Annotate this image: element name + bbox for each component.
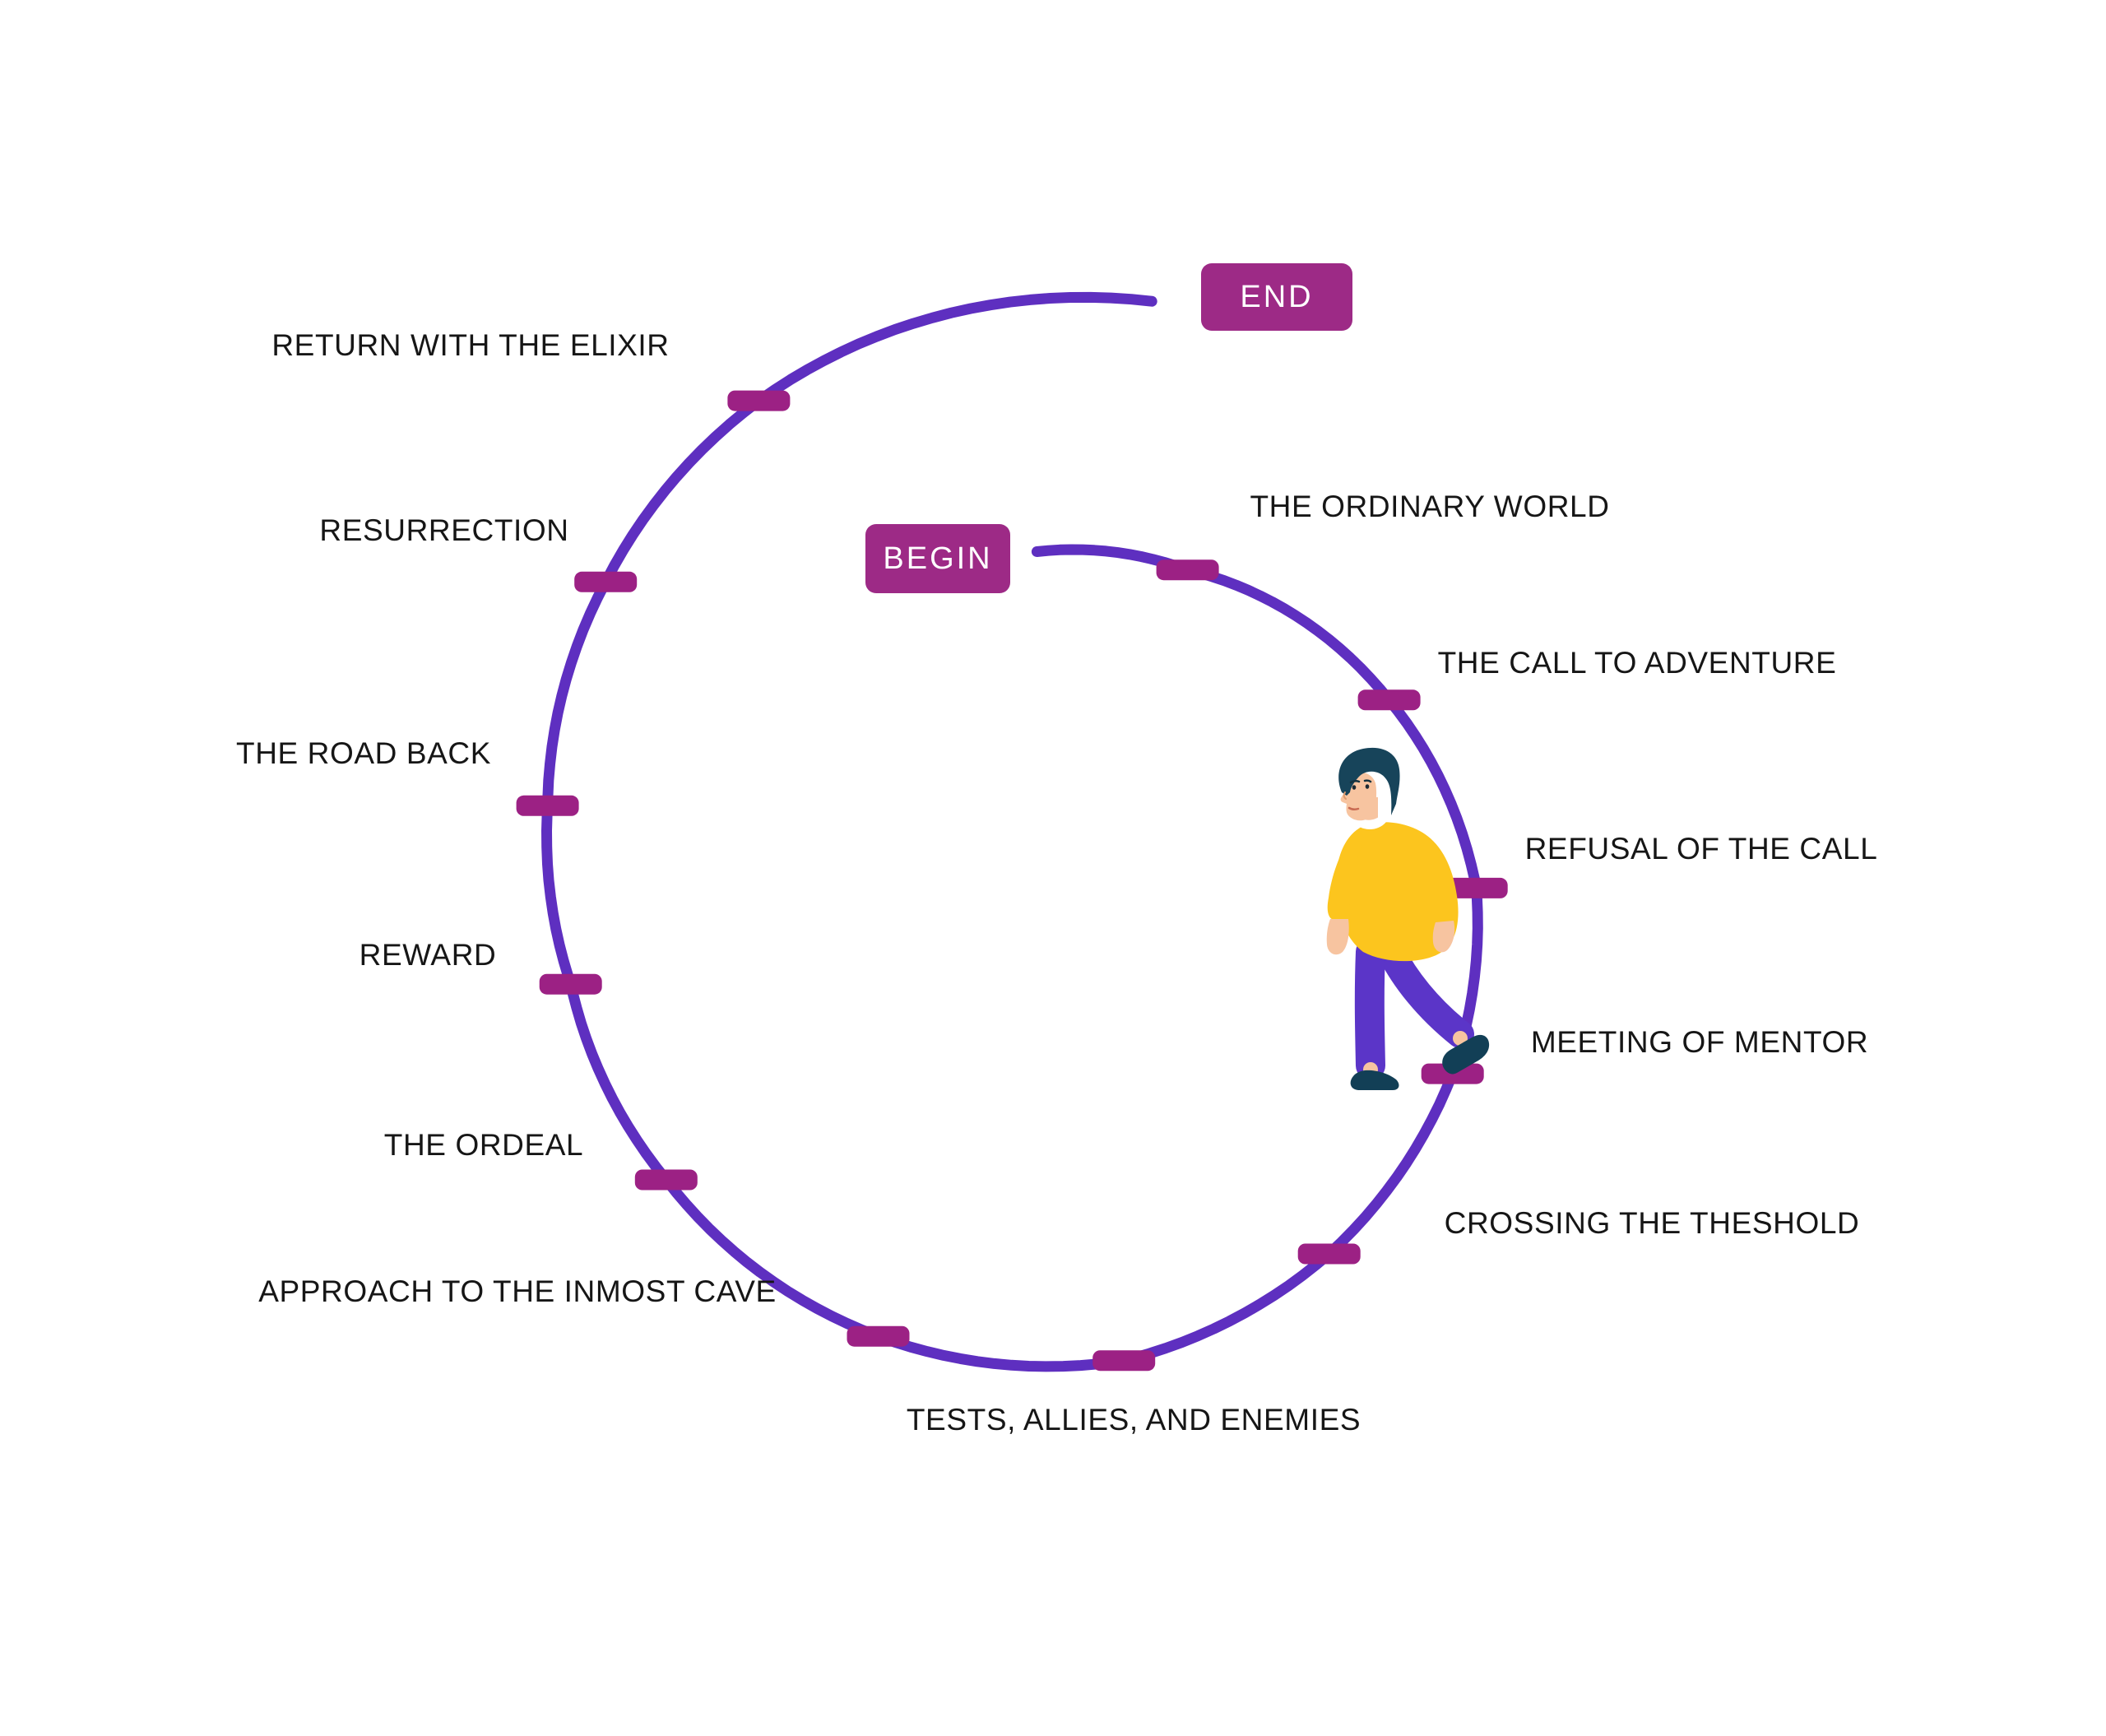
stage-label-resurrection: RESURRECTION [319, 513, 569, 547]
stage-label-tests-allies-and-enemies: TESTS, ALLIES, AND ENEMIES [906, 1403, 1361, 1437]
stage-tick-2 [1445, 877, 1508, 898]
begin-badge: BEGIN [865, 524, 1010, 593]
person-eyebrow-right [1363, 779, 1372, 783]
stage-tick-11 [727, 390, 791, 411]
stage-tick-0 [1156, 559, 1219, 581]
person-eye-right [1365, 784, 1370, 789]
person-eye-left [1352, 785, 1357, 790]
stage-tick-5 [1092, 1350, 1156, 1372]
person-back-shoe [1442, 1034, 1490, 1075]
person-front-leg [1354, 937, 1385, 1080]
stage-label-meeting-of-mentor: MEETING OF MENTOR [1530, 1025, 1869, 1059]
stage-label-the-ordinary-world: THE ORDINARY WORLD [1250, 490, 1610, 523]
person-near-sleeve [1327, 830, 1361, 921]
person-nose [1343, 791, 1347, 800]
stage-label-the-call-to-adventure: THE CALL TO ADVENTURE [1437, 646, 1837, 680]
person-front-shoe [1350, 1070, 1399, 1090]
begin-badge-label: BEGIN [883, 541, 993, 576]
person-hair [1338, 747, 1400, 815]
person-back-leg [1377, 938, 1474, 1048]
stage-tick-4 [1297, 1243, 1361, 1265]
stage-label-crossing-the-theshold: CROSSING THE THESHOLD [1444, 1206, 1860, 1240]
stage-tick-7 [634, 1169, 698, 1191]
stage-label-reward: REWARD [359, 938, 497, 972]
stage-tick-6 [847, 1325, 910, 1347]
stage-label-return-with-the-elixir: RETURN WITH THE ELIXIR [271, 328, 670, 362]
person-near-hand [1326, 919, 1349, 955]
end-badge-label: END [1240, 279, 1314, 314]
person-eyebrow-left [1349, 779, 1361, 784]
end-badge: END [1201, 263, 1352, 331]
stage-label-refusal-of-the-call: REFUSAL OF THE CALL [1524, 832, 1878, 866]
stage-tick-1 [1357, 689, 1421, 711]
journey-arc [541, 291, 1483, 1372]
person-back-ankle [1453, 1031, 1468, 1046]
person-collar [1353, 814, 1386, 829]
person-far-hand [1432, 921, 1455, 953]
stage-tick-10 [574, 571, 638, 592]
stage-tick-8 [539, 973, 602, 995]
person-far-sleeve [1433, 903, 1457, 924]
stage-tick-9 [516, 795, 579, 816]
stage-label-approach-to-inmost-cave: APPROACH TO THE INMOST CAVE [258, 1274, 777, 1308]
stage-label-the-road-back: THE ROAD BACK [235, 736, 492, 770]
stage-label-the-ordeal: THE ORDEAL [383, 1128, 584, 1162]
person-sweater [1336, 822, 1459, 962]
journey-arc-layer [541, 291, 1483, 1372]
walking-man-illustration [1326, 747, 1490, 1090]
person-mouth [1348, 806, 1360, 811]
